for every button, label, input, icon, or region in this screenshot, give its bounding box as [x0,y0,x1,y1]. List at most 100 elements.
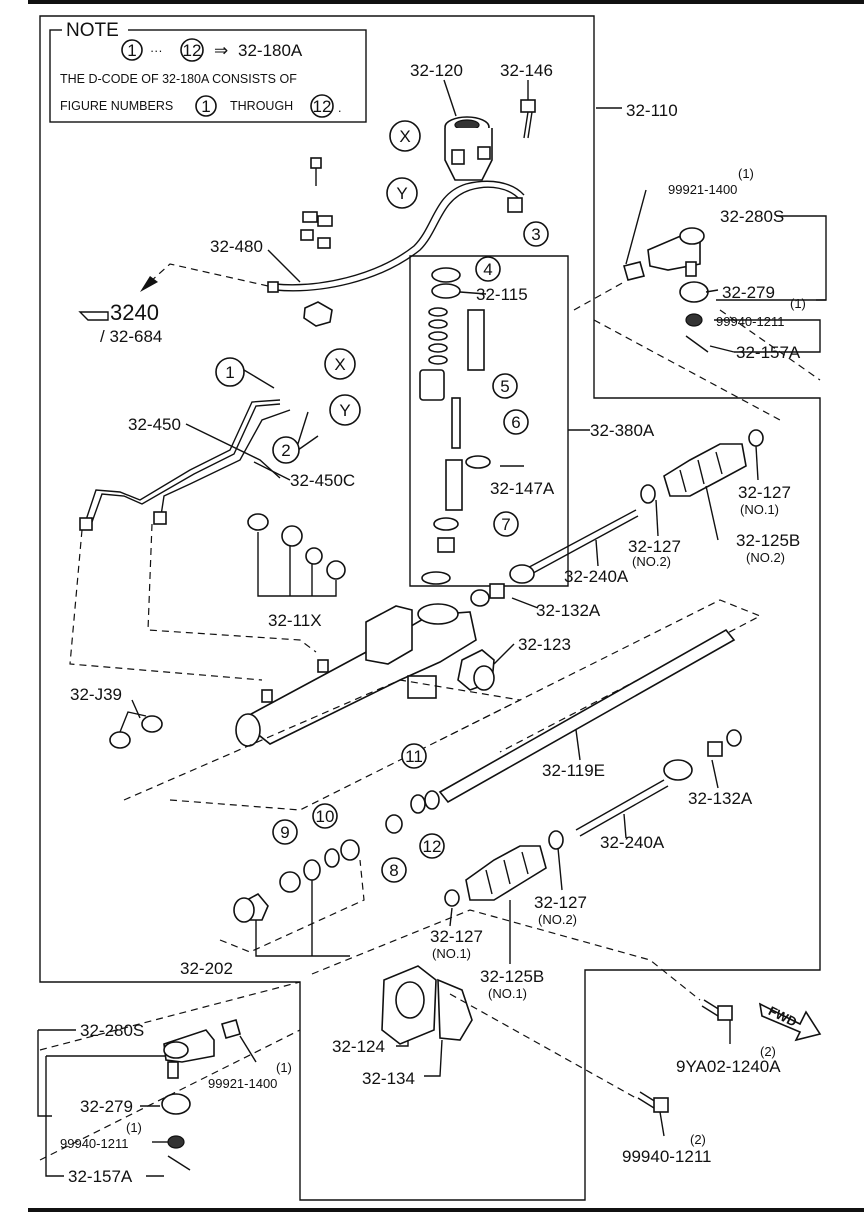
boot-bottom [444,830,564,907]
callout-12: 12 [419,833,445,859]
label-32-279-bot: 32-279 [80,1097,133,1116]
label-99940-bot: 99940-1211 [60,1136,128,1151]
bolt-32-146 [520,99,536,139]
svg-text:12: 12 [423,837,442,856]
label-32-125b-r: 32-125B [736,531,800,550]
label-32-132a-bot: 32-132A [688,789,753,808]
hand-pointer-icon [78,311,109,321]
svg-text:10: 10 [316,807,335,826]
label-9ya02-qty: (2) [760,1044,776,1059]
callout-3: 3 [523,221,549,247]
bolt-9ya02 [701,999,733,1021]
valve-housing [444,116,493,181]
leader-lines [37,79,827,1177]
label-32-124: 32-124 [332,1037,385,1056]
label-32-146: 32-146 [500,61,553,80]
label-99940-bot-qty: (1) [126,1120,142,1135]
pipe-32-480 [267,180,525,293]
label-32-127-b2-sub: (NO.2) [538,912,577,927]
ref-32-684: / 32-684 [100,327,162,346]
ref-arrow [140,276,158,292]
label-32-134: 32-134 [362,1069,415,1088]
note-line-3b: THROUGH [230,99,293,113]
note-box: NOTE 1 ··· 12 ⇒ 32-180A THE D-CODE OF 32… [49,18,367,123]
rack-32-119e [438,628,736,804]
label-32-125b-r-sub: (NO.2) [746,550,785,565]
inner-tie-rod-top [470,509,639,607]
inner-tie-rod-bottom [575,729,742,837]
label-32-123: 32-123 [518,635,571,654]
note-arrow: ⇒ [214,41,228,60]
callout-8: 8 [381,857,407,883]
mount-bracket [381,965,473,1045]
valve-subassembly-parts [419,267,491,585]
svg-text:8: 8 [389,861,398,880]
label-99940-top: 99940-1211 [716,314,784,329]
label-32-127-b1: 32-127 [430,927,483,946]
label-32-147a: 32-147A [490,479,555,498]
label-99921-bot-qty: (1) [276,1060,292,1075]
callout-y-mid: Y [329,394,361,426]
frame-32-110 [39,15,821,1201]
label-32-480: 32-480 [210,237,263,256]
label-9ya02: 9YA02-1240A [676,1057,781,1076]
label-99940-top-qty: (1) [790,296,806,311]
tie-rod-end-top [623,227,709,353]
label-32-119e: 32-119E [542,761,605,780]
svg-text:5: 5 [500,377,509,396]
label-99921-top: 99921-1400 [668,182,737,197]
svg-text:Y: Y [339,401,350,420]
svg-text:6: 6 [511,413,520,432]
svg-text:7: 7 [501,515,510,534]
label-32-127-r1-sub: (NO.1) [740,502,779,517]
bottom-rule [28,1208,864,1212]
callout-9: 9 [272,819,298,845]
svg-text:3: 3 [531,225,540,244]
label-32-115: 32-115 [476,285,528,304]
label-32-202: 32-202 [180,959,233,978]
label-99921-top-qty: (1) [738,166,754,181]
bolt-99940-br [637,1091,669,1113]
label-32-127-b1-sub: (NO.1) [432,946,471,961]
label-32-280s-bot: 32-280S [80,1021,144,1040]
label-32-127-b2: 32-127 [534,893,587,912]
svg-text:1: 1 [225,363,234,382]
note-line-3-start: 1 [201,97,210,116]
note-line-3-end: 12 [313,97,332,116]
ref-3240: 3240 [110,300,159,325]
boot-top [640,429,764,504]
callout-6: 6 [503,409,529,435]
svg-text:4: 4 [483,260,492,279]
svg-text:Y: Y [396,184,407,203]
fitting-parts [300,157,333,327]
seal-kit-32-11x [247,513,346,580]
callout-x-mid: X [324,348,356,380]
label-32-450: 32-450 [128,415,181,434]
label-32-279-top: 32-279 [722,283,775,302]
callout-10: 10 [312,803,338,829]
label-32-127-r1: 32-127 [738,483,791,502]
svg-text:2: 2 [281,441,290,460]
label-32-240a-top: 32-240A [564,567,629,586]
note-range-sep: ··· [150,44,163,58]
callout-x-top: X [389,120,421,152]
label-32-127-r2: 32-127 [628,537,681,556]
svg-text:9: 9 [280,823,289,842]
note-title: NOTE [66,20,119,41]
callout-y-top: Y [386,177,418,209]
callout-4: 4 [475,256,501,282]
note-range-start: 1 [127,41,136,60]
label-32-450c: 32-450C [290,471,355,490]
label-32-120: 32-120 [410,61,463,80]
callout-11: 11 [401,743,427,769]
svg-text:X: X [399,127,410,146]
label-32-280s-top: 32-280S [720,207,784,226]
label-32-125b-b: 32-125B [480,967,544,986]
label-99921-bot: 99921-1400 [208,1076,277,1091]
note-line-3a: FIGURE NUMBERS [60,99,173,113]
label-32-380a: 32-380A [590,421,655,440]
label-32-157a-bot: 32-157A [68,1167,133,1186]
label-32-127-r2-sub: (NO.2) [632,554,671,569]
label-32-j39: 32-J39 [70,685,122,704]
top-rule [28,0,864,4]
